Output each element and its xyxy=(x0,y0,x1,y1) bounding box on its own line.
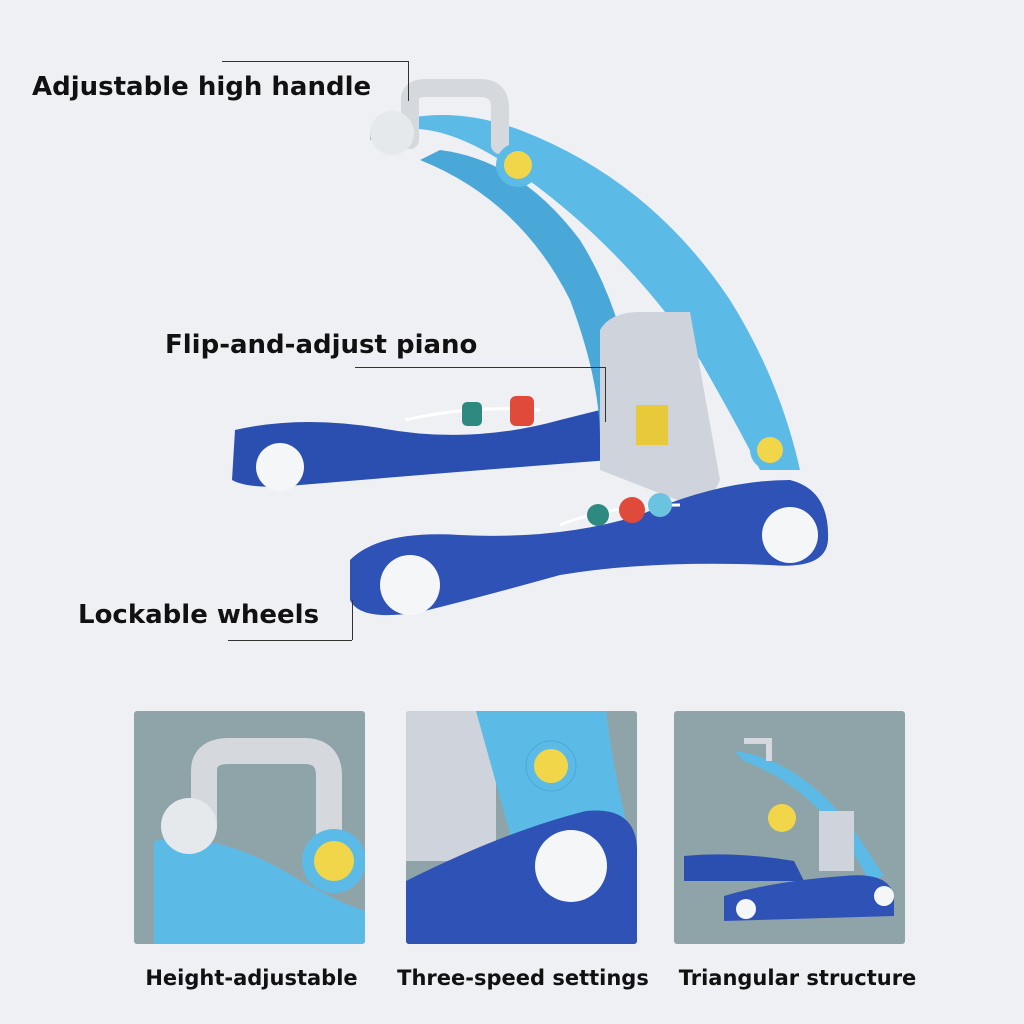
front-wheel-left xyxy=(380,555,440,615)
feature-caption-speed: Three-speed settings xyxy=(397,966,649,990)
callout-wheels-label: Lockable wheels xyxy=(78,600,320,630)
handle xyxy=(401,79,509,154)
adjust-knob-bottom xyxy=(757,437,783,463)
callout-handle-line-vertical xyxy=(408,61,409,101)
feature-caption-height: Height-adjustable xyxy=(145,966,358,990)
callout-wheels-line-vertical xyxy=(352,600,353,640)
handle-knob xyxy=(370,111,414,155)
walker-illustration xyxy=(232,79,829,616)
callout-piano-line xyxy=(355,367,605,368)
feature-panel-structure xyxy=(674,711,905,944)
callout-handle-label: Adjustable high handle xyxy=(32,72,372,102)
adjust-knob-top xyxy=(504,151,532,179)
front-wheel-right xyxy=(762,507,818,563)
callout-piano-label: Flip-and-adjust piano xyxy=(165,330,478,360)
back-wheel xyxy=(256,443,304,491)
feature-panel-height xyxy=(134,711,365,944)
callout-wheels-line xyxy=(228,640,352,641)
callout-piano-line-vertical xyxy=(605,367,606,422)
feature-caption-structure: Triangular structure xyxy=(678,966,917,990)
blue-arc xyxy=(370,115,800,470)
feature-panel-speed xyxy=(406,711,637,944)
back-base xyxy=(232,410,610,487)
piano-sticker xyxy=(636,405,668,445)
front-base xyxy=(350,480,829,616)
callout-handle-line xyxy=(222,61,409,62)
